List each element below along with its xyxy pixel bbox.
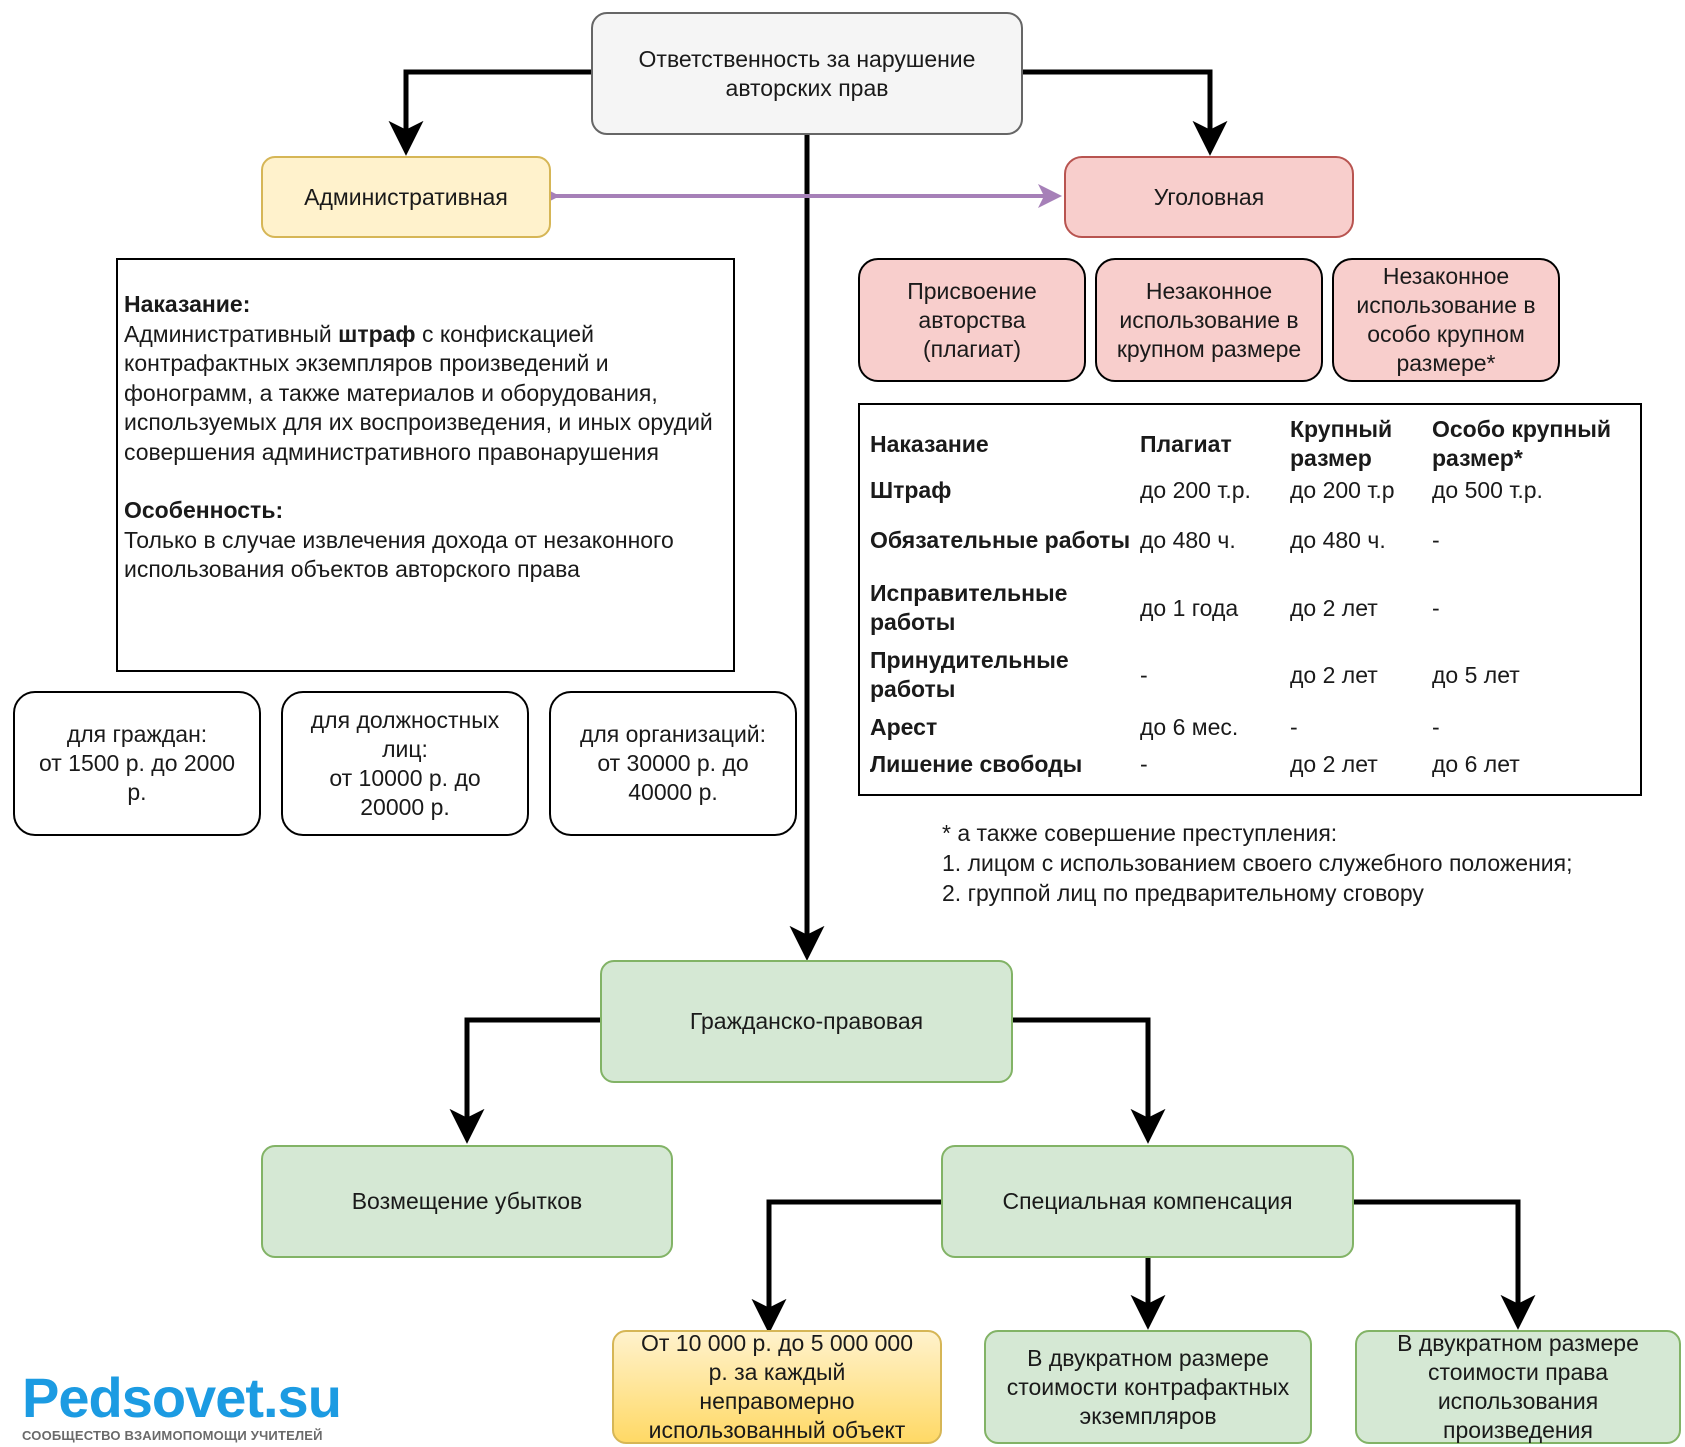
arrow-comp-to-option1 (751, 1199, 941, 1334)
arrow-root-to-admin (388, 69, 591, 156)
administrative-node: Административная (261, 156, 551, 238)
pedsovet-logo: Pedsovet.su СООБЩЕСТВО ВЗАИМОПОМОЩИ УЧИТ… (22, 1366, 342, 1444)
criminal-type-plagiarism: Присвоение авторства (плагиат) (858, 258, 1086, 382)
table-header: Крупный размер (1290, 416, 1393, 471)
arrow-comp-to-option3 (1354, 1199, 1536, 1330)
compensation-option-double-copies: В двукратном размере стоимости контрафак… (984, 1330, 1312, 1444)
arrow-root-to-criminal (1023, 69, 1228, 156)
criminal-node: Уголовная (1064, 156, 1354, 238)
table-row: Арест до 6 мес. - - (870, 713, 1440, 740)
table-row: Принудительные работы - до 2 лет до 5 ле… (870, 647, 1520, 702)
table-row: Обязательные работы до 480 ч. до 480 ч. … (870, 527, 1440, 553)
damages-node: Возмещение убытков (261, 1145, 673, 1258)
fine-organizations: для организаций: от 30000 р. до 40000 р. (549, 691, 797, 836)
criminal-penalty-table: Наказание Плагиат Крупный размер Особо к… (858, 403, 1642, 796)
root-node: Ответственность за нарушение авторских п… (591, 12, 1023, 135)
footnote: * а также совершение преступления: 1. ли… (942, 820, 1573, 906)
compensation-option-double-rights: В двукратном размере стоимости права исп… (1355, 1330, 1681, 1444)
criminal-type-very-large: Незаконное использование в особо крупном… (1332, 258, 1560, 382)
table-header: Особо крупный размер* (1432, 416, 1611, 471)
table-row: Штраф до 200 т.р. до 200 т.р до 500 т.р. (870, 476, 1543, 503)
fine-officials: для должностных лиц: от 10000 р. до 2000… (281, 691, 529, 836)
admin-punishment-panel: Наказание: Административный штраф с конф… (116, 258, 735, 672)
table-header: Плагиат (1140, 430, 1232, 457)
compensation-node: Специальная компенсация (941, 1145, 1354, 1258)
criminal-type-large: Незаконное использование в крупном разме… (1095, 258, 1323, 382)
punishment-text: Административный штраф с конфискацией ко… (124, 320, 713, 465)
arrow-civil-to-damages (449, 1017, 600, 1144)
feature-heading: Особенность: (124, 497, 284, 523)
table-row: Исправительные работы до 1 года до 2 лет… (870, 580, 1440, 635)
punishment-heading: Наказание: (124, 291, 251, 317)
arrow-civil-to-compensation (1013, 1017, 1166, 1144)
table-header: Наказание (870, 430, 989, 457)
feature-text: Только в случае извлечения дохода от нез… (124, 526, 674, 583)
fine-citizens: для граждан: от 1500 р. до 2000 р. (13, 691, 261, 836)
table-row: Лишение свободы - до 2 лет до 6 лет (870, 750, 1520, 777)
compensation-option-fixed-range: От 10 000 р. до 5 000 000 р. за каждый н… (612, 1330, 942, 1444)
civil-node: Гражданско-правовая (600, 960, 1013, 1083)
